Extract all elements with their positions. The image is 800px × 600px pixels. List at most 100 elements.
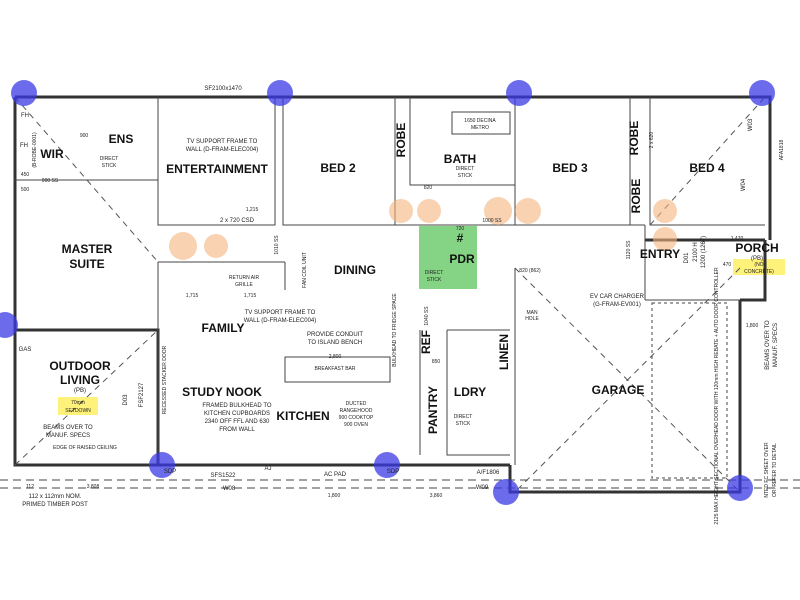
- plan-annotation: 1,800: [746, 323, 759, 329]
- plan-annotation: 2125 MAX HEIGHT SECTIONAL OVERHEAD DOOR …: [714, 267, 720, 525]
- room-entry: ENTRY: [640, 247, 680, 261]
- plan-annotation: 820 (862): [519, 268, 541, 274]
- plan-annotation: HOLE: [525, 316, 539, 322]
- switch-markers: [169, 197, 677, 260]
- sdp-marker-icon: [493, 479, 519, 505]
- plan-annotation: 900 OVEN: [344, 422, 368, 428]
- plan-annotation: AJ: [264, 466, 271, 472]
- room-master-1: MASTER: [62, 242, 113, 256]
- plan-annotation: 1,715: [244, 293, 257, 299]
- plan-annotation: CONCRETE): [744, 269, 774, 275]
- room-entertainment: ENTERTAINMENT: [166, 162, 268, 176]
- plan-annotation: KITCHEN CUPBOARDS: [204, 411, 270, 417]
- plan-annotation: (NO: [754, 262, 763, 268]
- plan-annotation: MANUF. SPECS: [46, 433, 90, 439]
- plan-annotation: SETDOWN: [65, 408, 91, 414]
- room-garage: GARAGE: [592, 383, 645, 397]
- plan-annotation: W08: [223, 486, 236, 492]
- plan-annotation: DIRECT: [454, 414, 473, 420]
- outdoor-sub: (PB): [74, 388, 86, 394]
- plan-annotation: 1010 SS: [274, 235, 280, 255]
- room-robe-3: ROBE: [629, 179, 643, 214]
- plan-annotation: BEAMS OVER TO: [765, 320, 771, 370]
- plan-annotation: STICK: [456, 421, 471, 427]
- room-family: FAMILY: [202, 321, 245, 335]
- plan-annotation: TO ISLAND BENCH: [308, 340, 362, 346]
- notes: TV SUPPORT FRAME TO WALL (D-FRAM-ELEC004)…: [19, 118, 785, 525]
- plan-annotation: STICK: [102, 163, 117, 169]
- plan-annotation: WALL (D-FRAM-ELEC004): [186, 147, 259, 153]
- plan-annotation: TV SUPPORT FRAME TO: [187, 139, 258, 145]
- pdr-highlight: [419, 226, 477, 289]
- plan-annotation: (B-ROBE-0001): [32, 132, 38, 168]
- plan-annotation: FAN COIL UNIT: [302, 252, 308, 288]
- sdp-marker-icon: [727, 475, 753, 501]
- switch-marker-icon: [515, 198, 541, 224]
- plan-annotation: 900 COOKTOP: [339, 415, 374, 421]
- plan-annotation: 1000 SS: [482, 218, 502, 224]
- sdp-marker-icon: [0, 312, 18, 338]
- plan-annotation: EDGE OF RAISED CEILING: [53, 445, 117, 451]
- plan-annotation: RECESSED STACKER DOOR: [162, 345, 168, 414]
- switch-marker-icon: [653, 227, 677, 251]
- wall-line: [14, 96, 766, 493]
- room-bed3: BED 3: [552, 161, 588, 175]
- porch-sub: (PB): [751, 256, 763, 262]
- switch-marker-icon: [204, 234, 228, 258]
- plan-annotation: 1120 SS: [626, 240, 632, 259]
- room-wir: WIR: [40, 147, 64, 161]
- plan-annotation: SDP: [387, 469, 399, 475]
- room-robe-2: ROBE: [627, 121, 641, 156]
- sdp-marker-icon: [749, 80, 775, 106]
- wall-line: [451, 111, 511, 135]
- plan-annotation: 1,215: [246, 207, 259, 213]
- plan-annotation: 2 x 620: [649, 132, 655, 149]
- switch-marker-icon: [653, 199, 677, 223]
- room-pantry: PANTRY: [426, 386, 440, 434]
- sdp-marker-icon: [267, 80, 293, 106]
- plan-annotation: 1,470: [731, 236, 744, 242]
- plan-annotation: AFA1818: [779, 139, 785, 160]
- plan-annotation: 3,860: [430, 493, 443, 499]
- plan-annotation: AC PAD: [324, 472, 347, 478]
- plan-annotation: 720: [456, 226, 465, 232]
- plan-annotation: 2,800: [329, 354, 342, 360]
- plan-annotation: METRO: [471, 125, 489, 131]
- plan-annotation: 820: [424, 185, 433, 191]
- room-porch: PORCH: [735, 241, 778, 255]
- plan-annotation: FROM WALL: [219, 427, 255, 433]
- switch-marker-icon: [389, 199, 413, 223]
- plan-annotation: 1040 SS: [424, 306, 430, 326]
- plan-annotation: 112: [26, 484, 34, 490]
- plan-annotation: D01: [684, 252, 690, 264]
- plan-annotation: 2 x 720 CSD: [220, 218, 255, 224]
- plan-annotation: SDP: [164, 469, 176, 475]
- plan-annotation: 500: [21, 187, 30, 193]
- room-ens: ENS: [109, 132, 134, 146]
- plan-annotation: 3,808: [87, 484, 100, 490]
- plan-annotation: FRAMED BULKHEAD TO: [202, 403, 271, 409]
- plan-annotation: W09: [476, 485, 489, 491]
- room-outdoor-1: OUTDOOR: [49, 359, 111, 373]
- sdp-marker-icon: [149, 452, 175, 478]
- plan-annotation: W04: [741, 178, 747, 191]
- plan-annotation: FSF2127: [139, 382, 145, 407]
- plan-annotation: 900 SS: [42, 178, 59, 184]
- plan-annotation: BEAMS OVER TO: [43, 425, 93, 431]
- room-kitchen: KITCHEN: [276, 409, 329, 423]
- switch-marker-icon: [169, 232, 197, 260]
- plan-annotation: WALL (D-FRAM-ELEC004): [244, 318, 317, 324]
- plan-annotation: OR. REFER TO DETAIL: [772, 443, 778, 497]
- plan-annotation: DUCTED: [346, 401, 367, 407]
- plan-annotation: 112 x 112mm NOM.: [29, 494, 82, 500]
- plan-annotation: MANUF. SPECS: [773, 323, 779, 367]
- plan-annotation: (G-FRAM-EV001): [593, 302, 641, 308]
- plan-annotation: 1650 DECINA: [464, 118, 496, 124]
- room-pdr: PDR: [449, 252, 475, 266]
- plan-annotation: SFS1522: [210, 473, 236, 479]
- annotations: SF2100x1470 2 x 720 CSD SFS1522 FSF2127 …: [20, 86, 758, 499]
- plan-annotation: 900: [80, 133, 89, 139]
- plan-annotation: 1200 (1267): [701, 236, 707, 268]
- plan-annotation: DIRECT: [425, 270, 444, 276]
- plan-annotation: PROVIDE CONDUIT: [307, 332, 363, 338]
